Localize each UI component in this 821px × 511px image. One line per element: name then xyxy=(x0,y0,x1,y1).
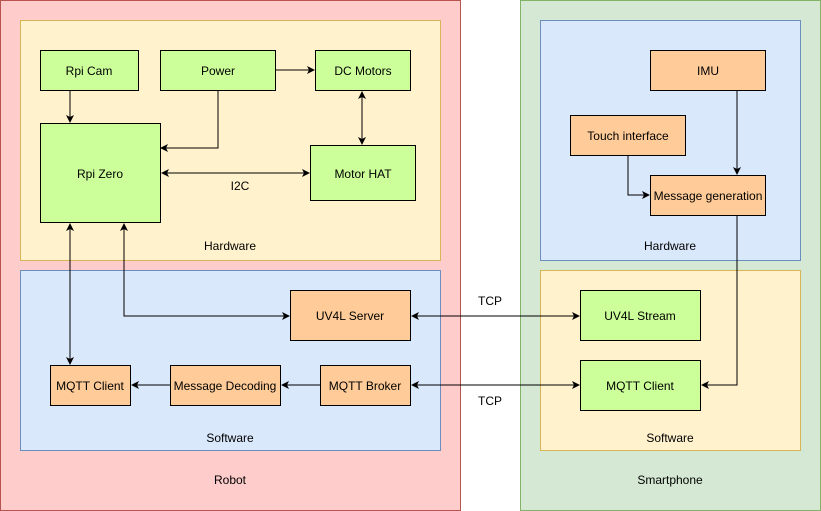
node-mqtt-broker xyxy=(320,365,411,406)
node-touch-interface xyxy=(570,115,686,156)
node-power-label: Power xyxy=(201,64,235,78)
node-mqtt-client-phone xyxy=(580,360,701,411)
node-uv4l-server xyxy=(290,290,411,341)
edge-msggeneration-mqttclient-phone xyxy=(701,215,738,389)
edge-label-tcp-stream: TCP xyxy=(478,294,502,308)
edge-power-rpizero xyxy=(160,90,219,152)
node-motor-hat-label: Motor HAT xyxy=(334,167,392,181)
node-motor-hat xyxy=(310,145,416,201)
edge-rpizero-uv4lserver xyxy=(120,223,290,320)
smartphone-label: Smartphone xyxy=(637,473,703,487)
edges xyxy=(66,66,741,389)
robot-software-label: Software xyxy=(206,431,254,445)
node-rpi-cam-label: Rpi Cam xyxy=(66,64,113,78)
edge-touch-msggeneration xyxy=(627,155,650,199)
edge-label-tcp-mqtt: TCP xyxy=(478,394,502,408)
node-dc-motors xyxy=(315,50,411,91)
node-dc-motors-label: DC Motors xyxy=(334,64,391,78)
node-rpi-zero-label: Rpi Zero xyxy=(77,167,123,181)
node-mqtt-broker-label: MQTT Broker xyxy=(329,379,401,393)
node-message-generation-label: Message generation xyxy=(654,189,763,203)
smartphone-hardware-label: Hardware xyxy=(644,239,696,253)
node-power xyxy=(160,50,276,91)
node-imu-label: IMU xyxy=(697,64,719,78)
node-imu xyxy=(650,50,766,91)
node-mqtt-client-phone-label: MQTT Client xyxy=(606,379,674,393)
node-mqtt-client-robot xyxy=(50,365,131,406)
node-message-decoding xyxy=(170,365,281,406)
node-uv4l-server-label: UV4L Server xyxy=(316,309,384,323)
node-touch-interface-label: Touch interface xyxy=(587,129,669,143)
edge-label-i2c: I2C xyxy=(231,179,250,193)
node-rpi-zero xyxy=(40,123,161,223)
node-uv4l-stream-label: UV4L Stream xyxy=(604,309,676,323)
node-message-generation xyxy=(650,175,766,216)
robot-hardware-label: Hardware xyxy=(204,239,256,253)
node-message-decoding-label: Message Decoding xyxy=(174,379,277,393)
smartphone-software-label: Software xyxy=(646,431,694,445)
node-rpi-cam xyxy=(40,50,139,91)
robot-label: Robot xyxy=(214,473,247,487)
node-uv4l-stream xyxy=(580,290,701,341)
node-mqtt-client-robot-label: MQTT Client xyxy=(56,379,124,393)
